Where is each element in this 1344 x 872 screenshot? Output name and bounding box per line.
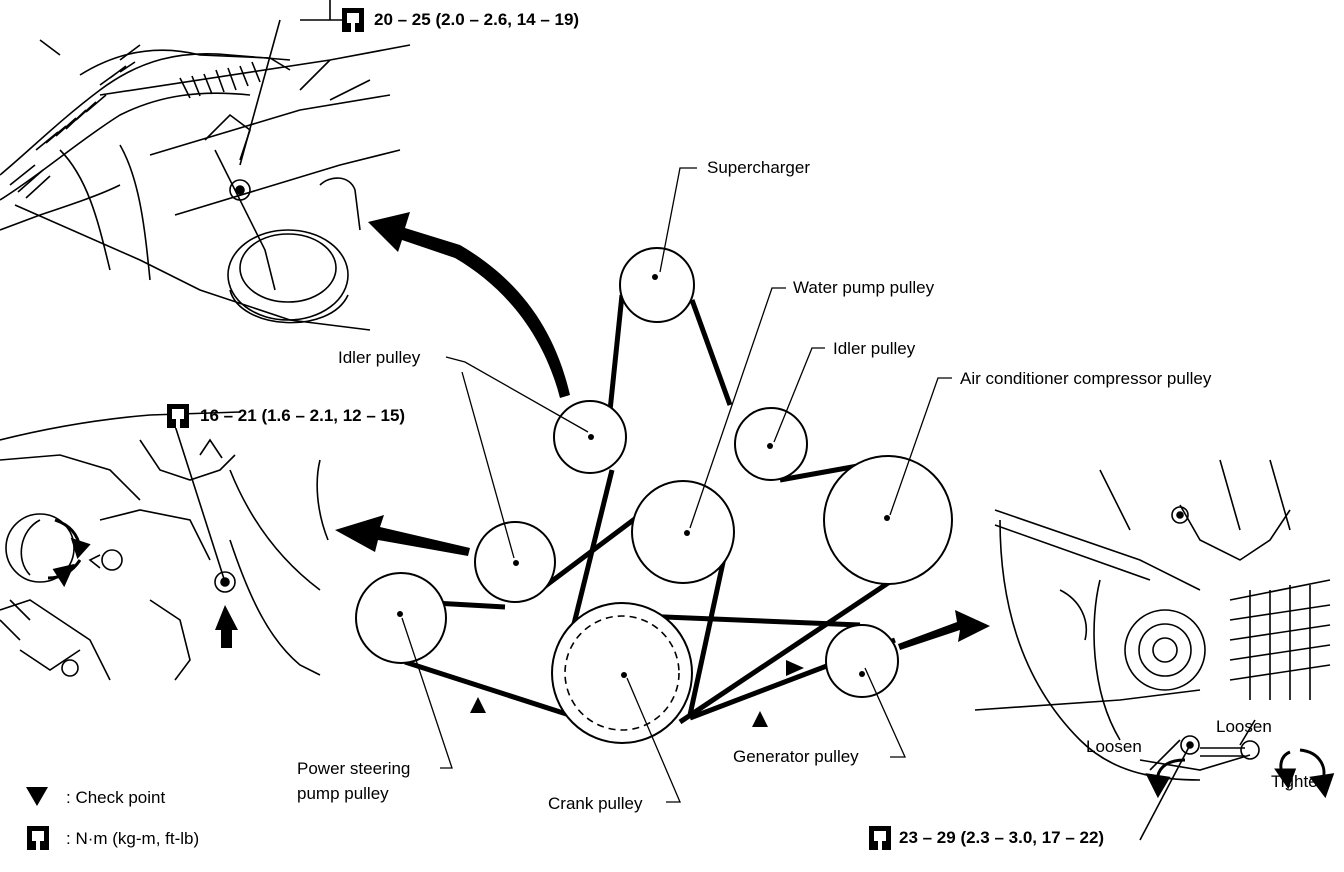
check-point-triangle-icon [26,787,48,806]
label-tighten: Tighten [1271,772,1328,791]
legend-torque-unit: : N·m (kg-m, ft-lb) [66,829,200,848]
left-inset-rotation-arrows [47,518,91,588]
legend-check-point: : Check point [66,788,166,807]
label-idler-pulley-left: Idler pulley [338,348,421,367]
pulley-centers [397,274,890,678]
right-inset-rotation-arrows [1145,748,1335,799]
label-power-steering-line2: pump pulley [297,784,389,803]
callout-arrows [335,212,990,650]
power-steering-pump-pulley [355,572,447,664]
label-idler-pulley-right: Idler pulley [833,339,916,358]
label-loosen-left: Loosen [1086,737,1142,756]
label-generator-pulley: Generator pulley [733,747,859,766]
check-points [470,660,804,727]
torque-wrench-icon [27,826,49,850]
torque-spec-left: 16 – 21 (1.6 – 2.1, 12 – 15) [200,406,406,425]
torque-wrench-icon [869,826,891,850]
label-power-steering-line1: Power steering [297,759,411,778]
pulleys [355,247,953,744]
generator-pulley [825,624,899,698]
torque-wrench-icon [167,404,189,428]
label-loosen-right: Loosen [1216,717,1272,736]
crank-pulley-inner-ring [564,615,680,731]
torque-spec-bottom: 23 – 29 (2.3 – 3.0, 17 – 22) [899,828,1105,847]
label-supercharger: Supercharger [707,158,811,177]
label-water-pump-pulley: Water pump pulley [793,278,935,297]
tighten-up-arrow [215,605,238,648]
left-inset-illustration [0,409,329,681]
top-inset-illustration [0,0,411,331]
right-inset-illustration [974,459,1331,841]
label-air-conditioner-compressor-pulley: Air conditioner compressor pulley [960,369,1212,388]
torque-spec-top: 20 – 25 (2.0 – 2.6, 14 – 19) [374,10,580,29]
supercharger-pulley [619,247,695,323]
water-pump-pulley [631,480,735,584]
leader-lines [401,167,952,803]
torque-wrench-icon [342,8,364,32]
label-crank-pulley: Crank pulley [548,794,643,813]
